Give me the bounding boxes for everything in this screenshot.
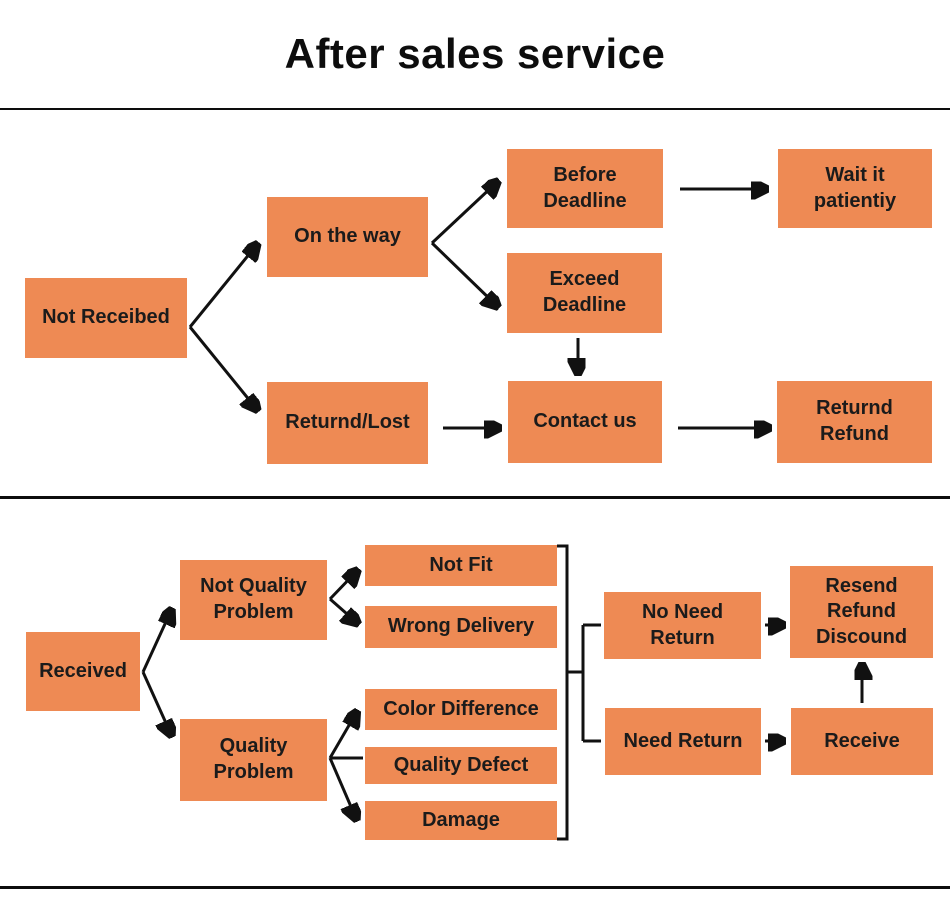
separator-top <box>0 108 950 110</box>
node-receive: Receive <box>791 708 933 775</box>
node-before-deadline: Before Deadline <box>507 149 663 228</box>
arrow-nqp-to-not-fit <box>328 573 355 601</box>
node-contact-us: Contact us <box>508 381 662 463</box>
node-quality-problem: Quality Problem <box>180 719 327 801</box>
node-wrong-delivery: Wrong Delivery <box>365 606 557 648</box>
node-returned-refund: Returnd Refund <box>777 381 932 463</box>
bracket-group-reasons <box>557 544 569 841</box>
node-wait-it-patiently: Wait it patientiy <box>778 149 932 228</box>
node-damage: Damage <box>365 801 557 840</box>
arrow-on-the-way-to-before-deadline <box>430 184 495 245</box>
node-not-received: Not Receibed <box>25 278 187 358</box>
arrow-qp-to-color-difference <box>328 715 355 759</box>
node-need-return: Need Return <box>605 708 761 775</box>
arrow-not-received-to-on-the-way <box>188 247 255 328</box>
node-no-need-return: No Need Return <box>604 592 761 659</box>
node-on-the-way: On the way <box>267 197 428 277</box>
separator-middle <box>0 496 950 499</box>
arrow-not-received-to-returned-lost <box>188 326 255 407</box>
separator-bottom <box>0 886 950 889</box>
node-not-quality-problem: Not Quality Problem <box>180 560 327 640</box>
connector-bracket-to-returns <box>567 623 601 743</box>
node-not-fit: Not Fit <box>365 545 557 586</box>
node-color-difference: Color Difference <box>365 689 557 730</box>
node-received: Received <box>26 632 140 711</box>
page-title: After sales service <box>284 30 666 77</box>
arrow-qp-to-damage <box>328 757 355 816</box>
arrow-nqp-to-wrong-delivery <box>329 597 355 621</box>
node-quality-defect: Quality Defect <box>365 747 557 784</box>
node-exceed-deadline: Exceed Deadline <box>507 253 662 333</box>
node-returned-lost: Returnd/Lost <box>267 382 428 464</box>
node-resend-refund-discount: Resend Refund Discound <box>790 566 933 658</box>
arrow-received-to-not-quality-problem <box>141 613 170 673</box>
arrow-on-the-way-to-exceed-deadline <box>430 241 495 304</box>
arrow-received-to-quality-problem <box>141 671 170 732</box>
